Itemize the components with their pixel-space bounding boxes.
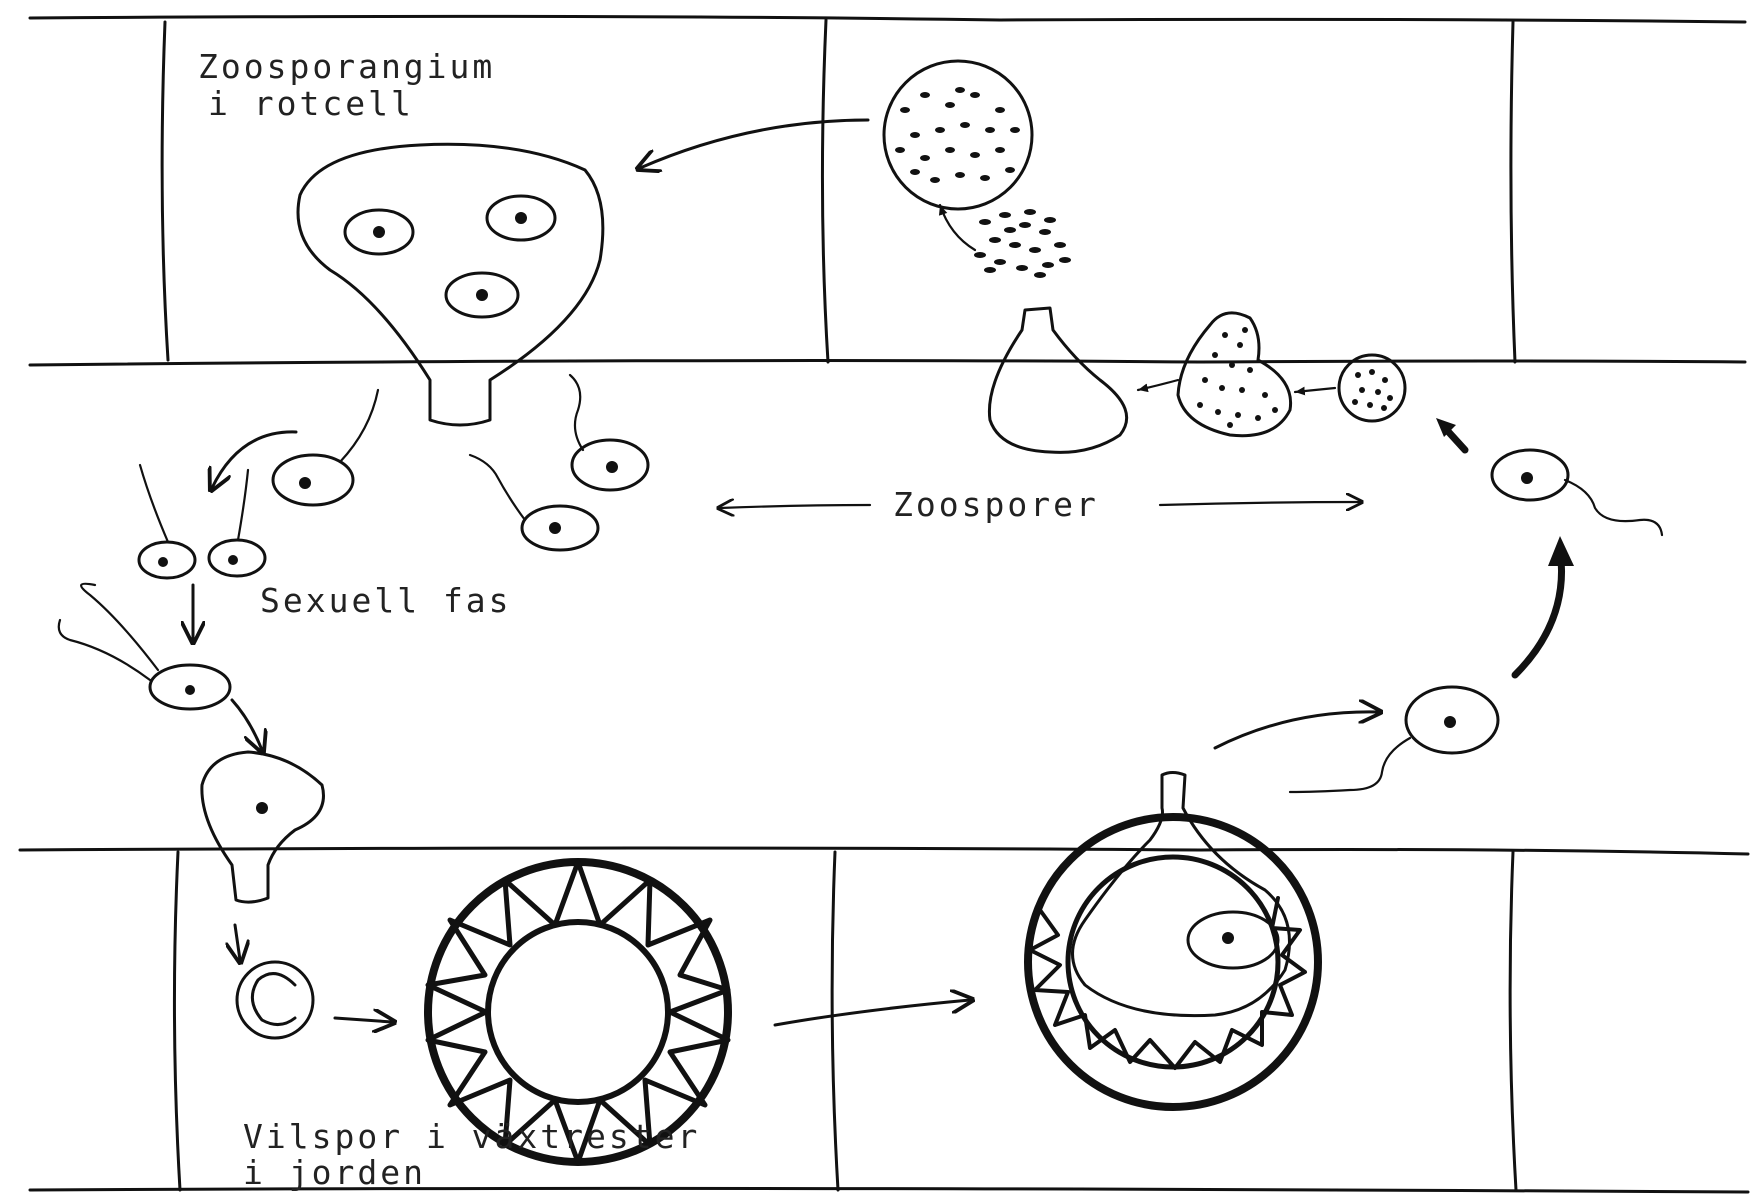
zoosporer-arrow-right: [1160, 502, 1360, 505]
immature-sporangium: [1178, 313, 1291, 436]
small-resting-spore: [237, 962, 313, 1038]
arrow-up-to-zoospore: [1515, 550, 1562, 675]
label-vilspor-1: Vilspor i växtrester: [243, 1117, 700, 1156]
arrow-to-bottle: [1138, 380, 1178, 390]
spore-ball: [884, 61, 1032, 209]
zoosporangium: [298, 144, 603, 425]
arrow-to-germinating: [775, 1000, 970, 1025]
zoosporer-arrow-left: [720, 505, 870, 508]
sexual-phase-gametes: [139, 465, 265, 578]
arrow-to-resting: [235, 925, 240, 960]
zoospores-group: [273, 375, 648, 550]
germinating-resting-spore: [1028, 773, 1318, 1108]
label-vilspor-2: i jorden: [243, 1153, 426, 1192]
arrow-to-resting-spore: [335, 1018, 392, 1022]
arrow-to-immature: [1295, 388, 1335, 392]
label-sexuell-fas: Sexuell fas: [260, 581, 512, 620]
bottle-sporangium: [989, 308, 1126, 452]
label-zoosporer: Zoosporer: [893, 485, 1099, 524]
arrow-to-infection: [232, 700, 262, 750]
label-zoosporangium-2: i rotcell: [208, 84, 414, 123]
spore-cluster: [974, 209, 1071, 278]
top-right-zoospore: [1492, 450, 1662, 535]
label-zoosporangium-1: Zoosporangium: [198, 47, 495, 86]
released-zoospore: [1290, 687, 1498, 792]
arrow-to-gametes: [212, 432, 296, 488]
arrow-to-released-zoospore: [1215, 712, 1378, 748]
arrow-to-zoosporangium: [640, 120, 868, 168]
zygote: [59, 584, 230, 709]
arrow-to-spore-ball: [940, 205, 975, 250]
young-thallus: [1339, 355, 1405, 421]
infection-bottle: [202, 752, 324, 902]
